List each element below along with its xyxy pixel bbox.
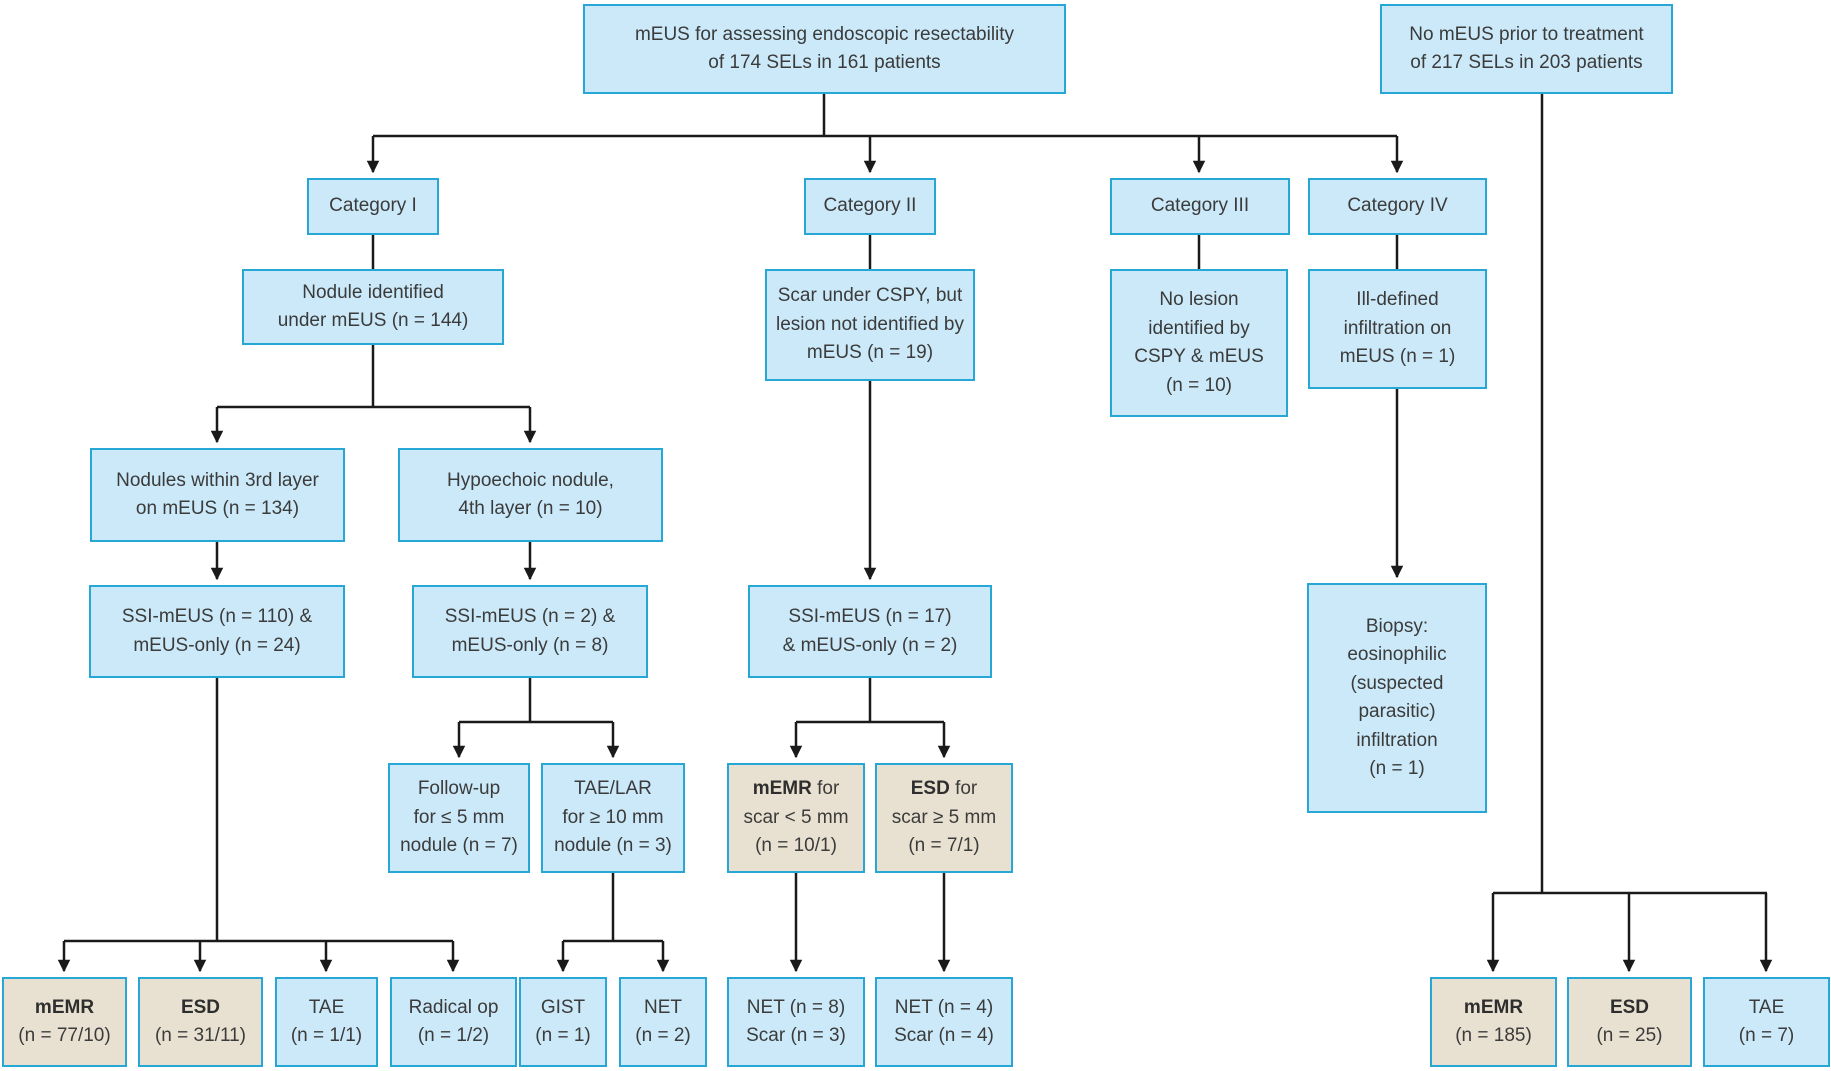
node-nodules-3rd-layer: Nodules within 3rd layer on mEUS (n = 13…	[90, 448, 345, 542]
node-memr-77: mEMR (n = 77/10)	[2, 977, 127, 1067]
node-esd-25: ESD (n = 25)	[1567, 977, 1692, 1067]
node-label: SSI-mEUS (n = 17) & mEUS-only (n = 2)	[782, 606, 958, 656]
node-label: No lesion identified by CSPY & mEUS (n =…	[1134, 289, 1264, 396]
node-label: NET (n = 2)	[635, 996, 691, 1047]
node-label: SSI-mEUS (n = 2) & mEUS-only (n = 8)	[444, 606, 616, 656]
node-follow-up: Follow-up for ≤ 5 mm nodule (n = 7)	[388, 763, 530, 873]
node-gist: GIST (n = 1)	[519, 977, 607, 1067]
node-label: ESD (n = 31/11)	[154, 996, 246, 1047]
node-label: mEUS for assessing endoscopic resectabil…	[634, 23, 1015, 74]
node-net4-scar4: NET (n = 4) Scar (n = 4)	[875, 977, 1013, 1067]
node-root-meus: mEUS for assessing endoscopic resectabil…	[583, 4, 1066, 94]
node-label: TAE (n = 1/1)	[290, 996, 363, 1047]
node-ill-defined: Ill-defined infiltration on mEUS (n = 1)	[1308, 269, 1487, 389]
node-memr-scar: mEMR for scar < 5 mm (n = 10/1)	[727, 763, 865, 873]
node-label: TAE (n = 7)	[1738, 996, 1795, 1047]
node-label: TAE/LAR for ≥ 10 mm nodule (n = 3)	[554, 778, 672, 857]
node-ssi-meus-17: SSI-mEUS (n = 17) & mEUS-only (n = 2)	[748, 585, 992, 678]
node-esd-31: ESD (n = 31/11)	[138, 977, 263, 1067]
node-label: Category I	[329, 195, 417, 217]
node-label: Nodule identified under mEUS (n = 144)	[277, 281, 469, 332]
node-label: ESD for scar ≥ 5 mm (n = 7/1)	[891, 778, 997, 857]
node-category-iv: Category IV	[1308, 178, 1487, 235]
node-net-2: NET (n = 2)	[619, 977, 707, 1067]
node-label: NET (n = 4) Scar (n = 4)	[894, 996, 994, 1047]
node-ssi-meus-2: SSI-mEUS (n = 2) & mEUS-only (n = 8)	[412, 585, 648, 678]
node-label: Radical op (n = 1/2)	[408, 996, 499, 1047]
node-no-lesion: No lesion identified by CSPY & mEUS (n =…	[1110, 269, 1288, 417]
node-category-i: Category I	[307, 178, 439, 235]
node-label: SSI-mEUS (n = 110) & mEUS-only (n = 24)	[121, 606, 313, 656]
node-label: Scar under CSPY, but lesion not identifi…	[775, 285, 964, 364]
node-label: Biopsy: eosinophilic (suspected parasiti…	[1347, 615, 1447, 780]
connector-plain	[64, 94, 1767, 943]
node-label: mEMR for scar < 5 mm (n = 10/1)	[743, 778, 849, 857]
node-label: mEMR (n = 185)	[1455, 996, 1532, 1047]
node-label: Category IV	[1347, 195, 1448, 217]
node-label: Hypoechoic nodule, 4th layer (n = 10)	[447, 469, 614, 520]
node-radical-op: Radical op (n = 1/2)	[390, 977, 517, 1067]
node-tae-lar: TAE/LAR for ≥ 10 mm nodule (n = 3)	[541, 763, 685, 873]
node-category-ii: Category II	[804, 178, 936, 235]
node-tae-7: TAE (n = 7)	[1703, 977, 1830, 1067]
node-biopsy: Biopsy: eosinophilic (suspected parasiti…	[1307, 583, 1487, 813]
node-ssi-meus-110: SSI-mEUS (n = 110) & mEUS-only (n = 24)	[89, 585, 345, 678]
node-tae-11: TAE (n = 1/1)	[275, 977, 378, 1067]
node-memr-185: mEMR (n = 185)	[1430, 977, 1557, 1067]
node-label: Ill-defined infiltration on mEUS (n = 1)	[1339, 289, 1456, 368]
node-label: Follow-up for ≤ 5 mm nodule (n = 7)	[400, 778, 518, 857]
node-label: NET (n = 8) Scar (n = 3)	[746, 996, 846, 1047]
node-label: Nodules within 3rd layer on mEUS (n = 13…	[116, 469, 319, 520]
node-net8-scar3: NET (n = 8) Scar (n = 3)	[727, 977, 865, 1067]
node-nodule-identified: Nodule identified under mEUS (n = 144)	[242, 269, 504, 345]
node-hypoechoic-4th-layer: Hypoechoic nodule, 4th layer (n = 10)	[398, 448, 663, 542]
node-label: Category II	[823, 195, 917, 217]
node-category-iii: Category III	[1110, 178, 1290, 235]
node-label: Category III	[1150, 195, 1250, 217]
node-root-no-meus: No mEUS prior to treatment of 217 SELs i…	[1380, 4, 1673, 94]
node-esd-scar: ESD for scar ≥ 5 mm (n = 7/1)	[875, 763, 1013, 873]
node-label: ESD (n = 25)	[1596, 996, 1663, 1047]
node-label: No mEUS prior to treatment of 217 SELs i…	[1409, 23, 1644, 74]
node-label: mEMR (n = 77/10)	[18, 996, 111, 1047]
node-scar-under-cspy: Scar under CSPY, but lesion not identifi…	[765, 269, 975, 381]
node-label: GIST (n = 1)	[535, 996, 591, 1047]
